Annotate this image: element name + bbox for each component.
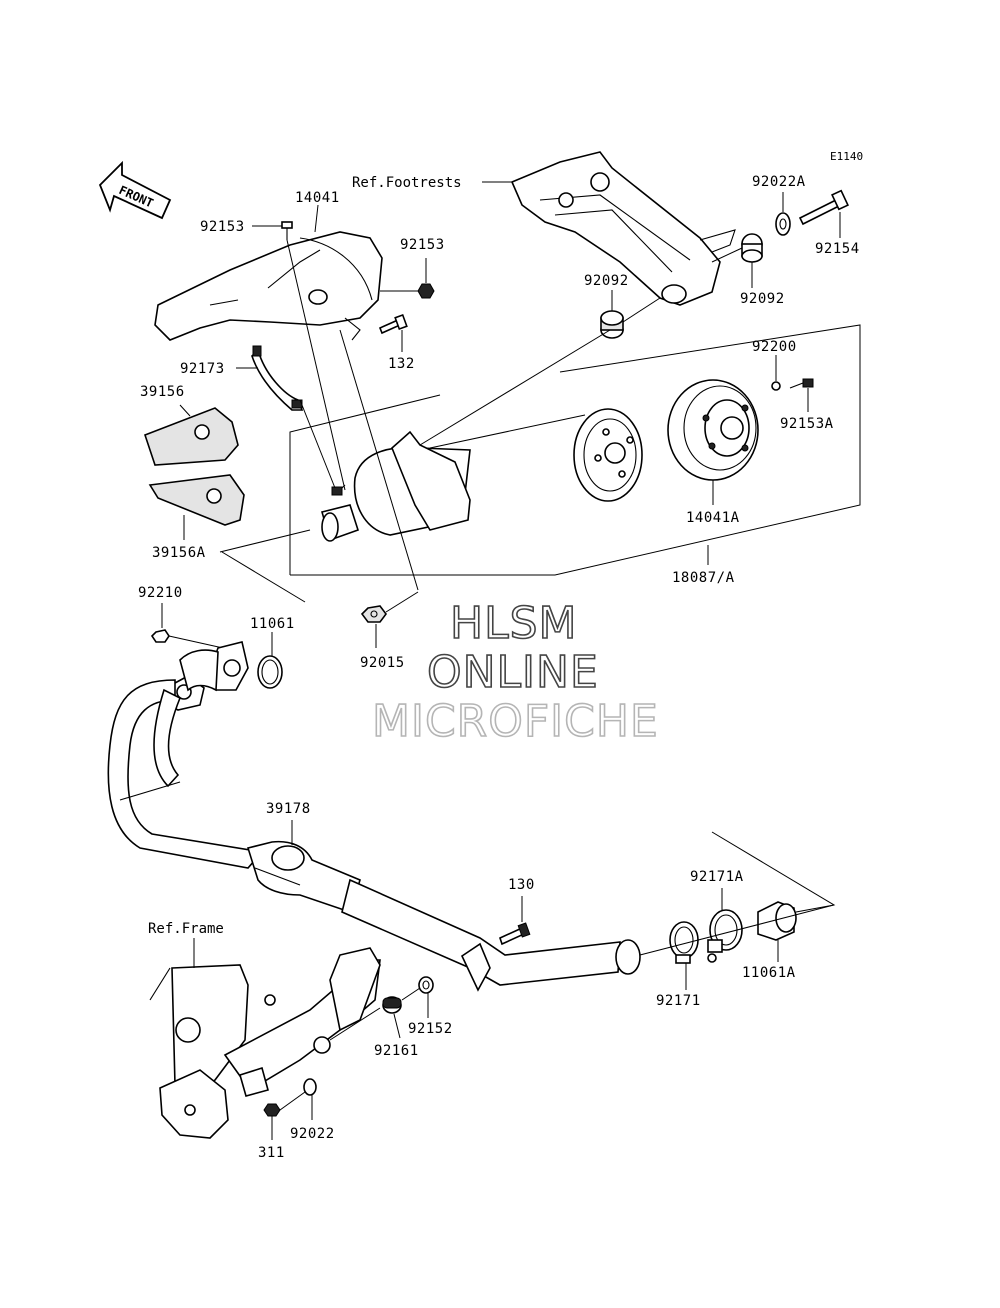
- part-label-130: 130: [508, 877, 535, 893]
- bolt-130: [499, 922, 531, 946]
- strap-92173: [251, 345, 304, 411]
- part-label-92210: 92210: [138, 585, 183, 601]
- part-label-11061: 11061: [250, 616, 295, 632]
- clamp-92171A: [707, 909, 743, 963]
- clamp-92171: [669, 921, 699, 964]
- part-label-39178: 39178: [266, 801, 311, 817]
- bolt-132: [378, 313, 408, 335]
- part-label-92092-left: 92092: [584, 273, 629, 289]
- watermark-line3: MICROFICHE: [372, 696, 659, 747]
- exhaust-pipe-39178: [107, 641, 641, 992]
- heat-shield-14041: [154, 231, 383, 341]
- bushing-92092-left: [600, 310, 624, 339]
- end-plate: [573, 408, 643, 502]
- footrest-bracket: [510, 151, 736, 306]
- part-label-92161: 92161: [374, 1043, 419, 1059]
- part-label-92200: 92200: [752, 339, 797, 355]
- part-label-92153A: 92153A: [780, 416, 834, 432]
- part-label-92171A: 92171A: [690, 869, 744, 885]
- part-label-92015: 92015: [360, 655, 405, 671]
- pad-39156A: [148, 474, 245, 526]
- part-label-92092-right: 92092: [740, 291, 785, 307]
- part-label-11061A: 11061A: [742, 965, 796, 981]
- washer-92022: [303, 1078, 317, 1096]
- part-label-14041: 14041: [295, 190, 340, 206]
- bushing-92092-right: [741, 233, 763, 263]
- collar-92152: [418, 976, 434, 994]
- part-label-132: 132: [388, 356, 415, 372]
- front-arrow-icon: FRONT: [98, 160, 172, 220]
- muffler-body: [321, 430, 471, 542]
- part-label-14041A: 14041A: [686, 510, 740, 526]
- part-label-92022: 92022: [290, 1126, 335, 1142]
- watermark-line2: ONLINE: [427, 647, 599, 698]
- ref-frame-label: Ref.Frame: [148, 921, 224, 937]
- part-label-92022A: 92022A: [752, 174, 806, 190]
- part-label-92153-right: 92153: [400, 237, 445, 253]
- part-label-39156: 39156: [140, 384, 185, 400]
- nut-92210: [150, 629, 170, 643]
- part-label-39156A: 39156A: [152, 545, 206, 561]
- end-cap-14041A: [667, 379, 759, 481]
- part-label-92171: 92171: [656, 993, 701, 1009]
- washer-92022A: [775, 212, 791, 236]
- washer-92200: [771, 381, 781, 391]
- part-label-92173: 92173: [180, 361, 225, 377]
- diagram-code: E1140: [830, 150, 863, 163]
- watermark-line1: HLSM: [450, 598, 578, 649]
- part-label-92152: 92152: [408, 1021, 453, 1037]
- sleeve-11061A: [757, 901, 797, 941]
- nut-311: [263, 1103, 281, 1117]
- part-label-18087A: 18087/A: [672, 570, 735, 586]
- frame-section: [149, 947, 381, 1139]
- bolt-92154: [798, 189, 849, 226]
- nut-92015: [360, 605, 387, 623]
- screw-92153-top: [281, 221, 293, 240]
- ref-footrests-label: Ref.Footrests: [352, 175, 462, 191]
- part-label-311: 311: [258, 1145, 285, 1161]
- grommet-92161: [382, 996, 402, 1014]
- screw-92153A: [789, 378, 814, 389]
- part-label-92153-top: 92153: [200, 219, 245, 235]
- part-label-92154: 92154: [815, 241, 860, 257]
- nut-92153-right: [417, 283, 435, 299]
- pad-39156: [143, 407, 239, 466]
